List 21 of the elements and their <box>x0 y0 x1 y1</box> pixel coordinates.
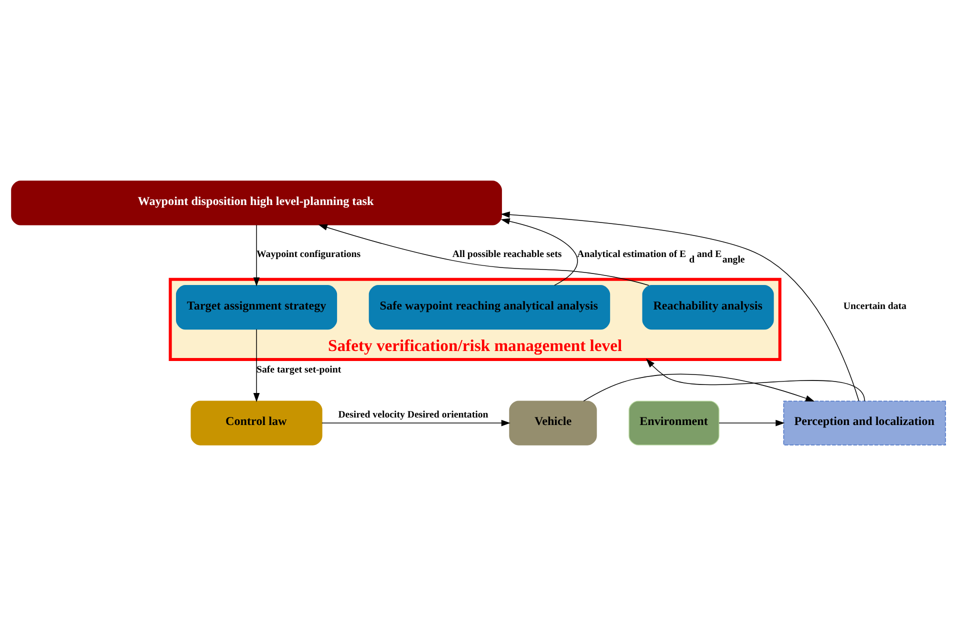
node-box: Safe waypoint reaching analytical analysis <box>368 285 610 330</box>
edge-label: Safe target set-point <box>256 364 342 376</box>
arrow <box>718 420 785 426</box>
node-box: Vehicle <box>509 400 597 446</box>
arrow <box>253 224 260 286</box>
node-box: Perception and localization <box>783 400 946 446</box>
node-box: Waypoint disposition high level-planning task <box>11 180 502 226</box>
node-box: Control law <box>190 400 322 446</box>
arrow <box>253 328 260 402</box>
arrow <box>646 358 865 402</box>
arrow <box>322 420 510 426</box>
arrow <box>318 224 650 286</box>
arrow <box>583 374 815 402</box>
node-box: Target assignment strategy <box>176 285 338 330</box>
node-box: Environment <box>628 400 720 446</box>
arrow <box>500 212 860 402</box>
edge-label: Uncertain data <box>843 301 906 312</box>
edge-label: All possible reachable sets <box>452 248 562 260</box>
node-box: Reachability analysis <box>642 285 774 330</box>
edge-label: Desired velocity Desired orientation <box>338 409 488 420</box>
arrow <box>500 218 578 286</box>
